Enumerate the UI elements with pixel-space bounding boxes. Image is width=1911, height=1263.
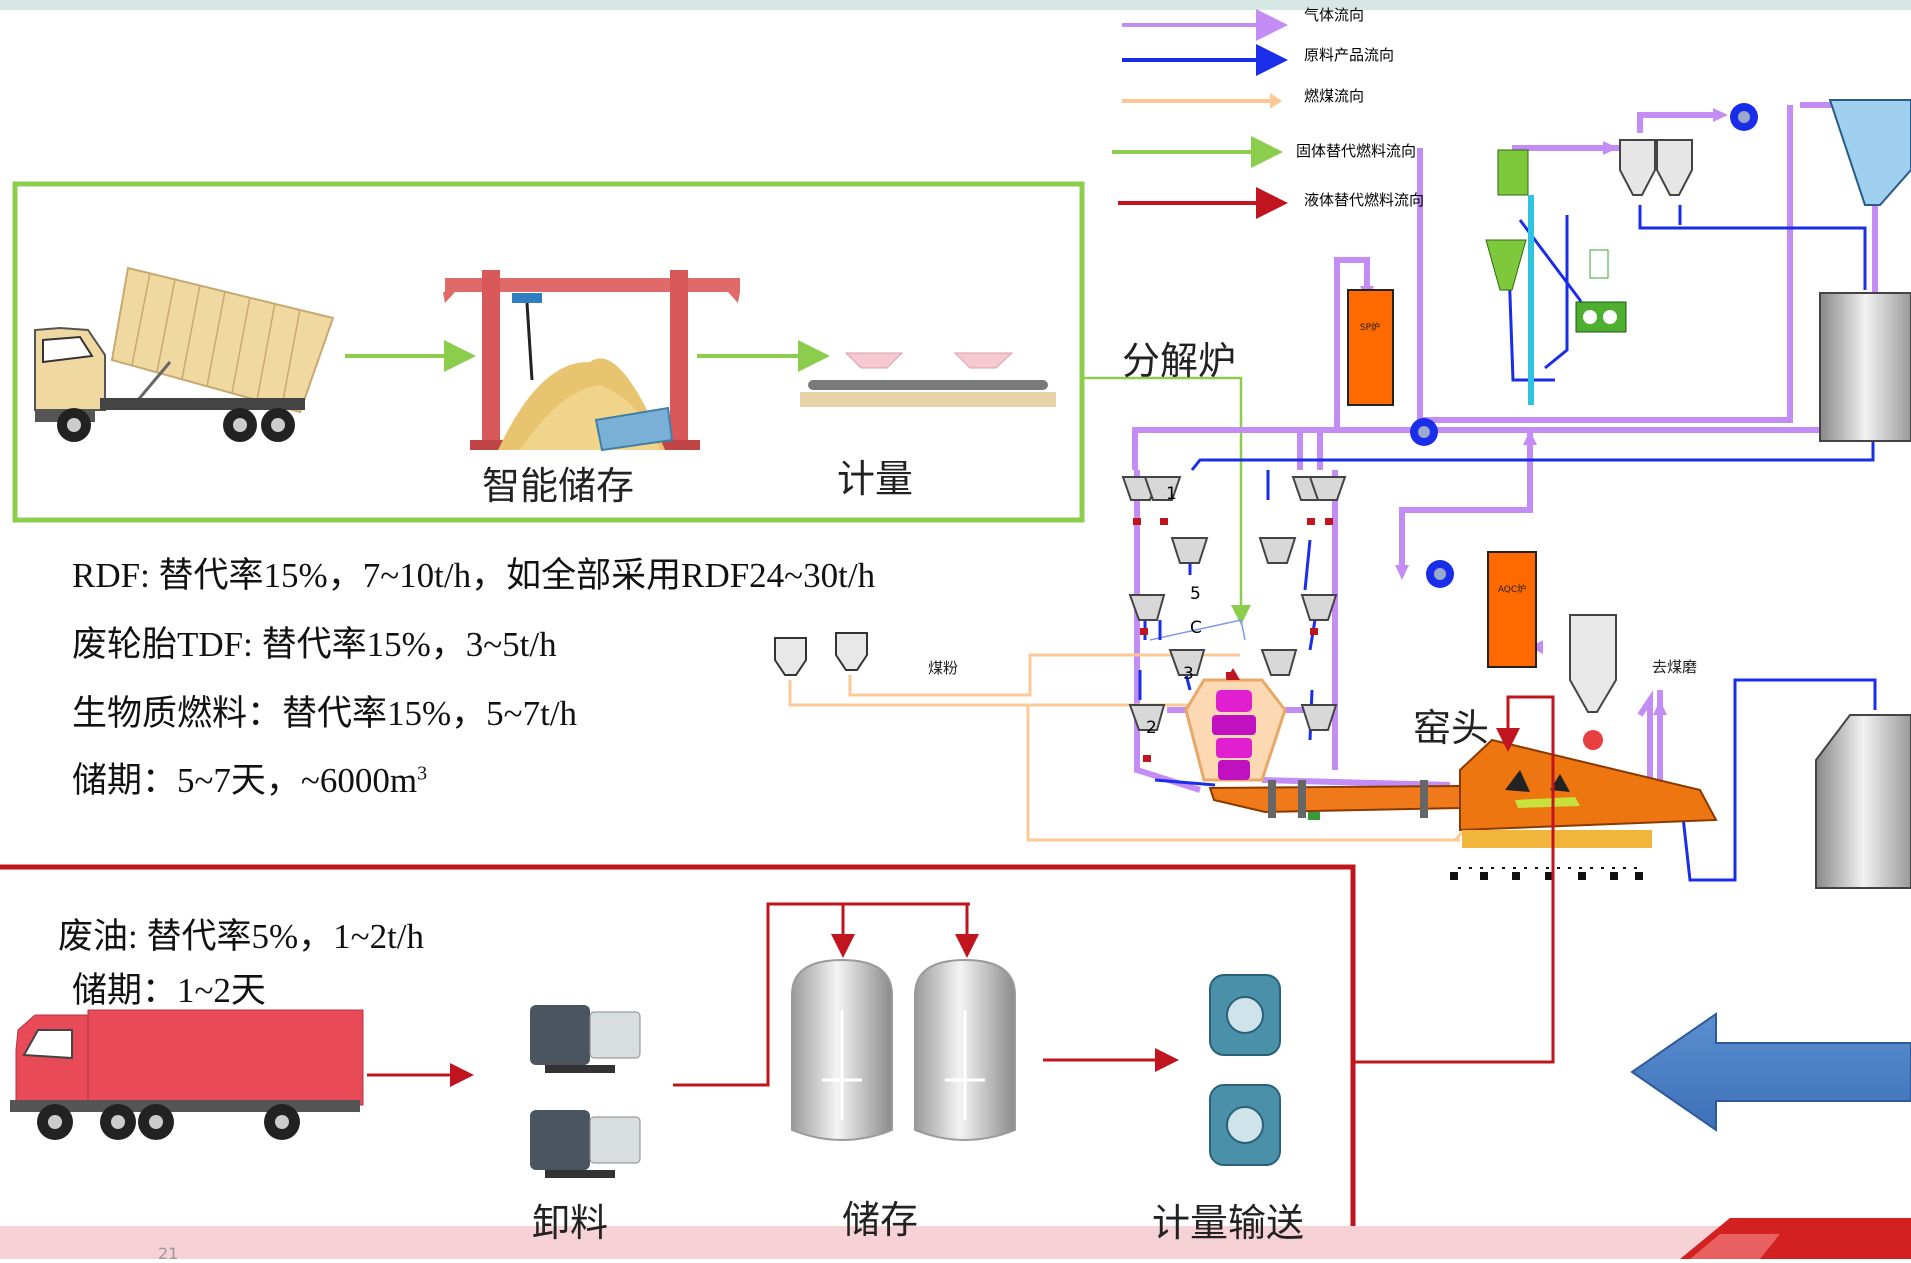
cyclone-2-label: 2 bbox=[1146, 718, 1157, 738]
unloading-label: 卸料 bbox=[532, 1203, 609, 1245]
waste-oil-line: 废油: 替代率5%，1~2t/h bbox=[58, 917, 425, 956]
legend-coal-label: 燃煤流向 bbox=[1304, 87, 1365, 105]
coal-powder-bins bbox=[774, 632, 868, 676]
to-coal-mill-label: 去煤磨 bbox=[1652, 658, 1698, 676]
top-bar bbox=[0, 0, 1911, 10]
metering-convey-label: 计量输送 bbox=[1152, 1203, 1305, 1245]
rdf-line: RDF: 替代率15%，7~10t/h，如全部采用RDF24~30t/h bbox=[72, 556, 876, 595]
dump-truck-image bbox=[34, 266, 335, 442]
gas-flow-lines bbox=[1132, 102, 1878, 800]
sp-furnace-label: SP炉 bbox=[1359, 323, 1381, 333]
cyclone-c-label: C bbox=[1190, 618, 1202, 638]
clinker-silo bbox=[1815, 714, 1911, 889]
cyclone-5-label: 5 bbox=[1190, 584, 1201, 604]
coal-flow-lines bbox=[788, 653, 1474, 842]
unloading-pumps-image bbox=[530, 1005, 641, 1178]
big-left-arrow bbox=[1630, 1012, 1911, 1132]
solid-storage-period-line: 储期：5~7天，~6000m3 bbox=[72, 761, 428, 800]
metering-pumps-image bbox=[1209, 974, 1281, 1166]
material-flow-lines bbox=[1138, 205, 1877, 882]
solid-fuel-frame bbox=[12, 181, 1085, 523]
gantry-storage-image bbox=[443, 270, 740, 452]
bag-filter bbox=[1828, 99, 1911, 206]
cyclone-3-label: 3 bbox=[1183, 664, 1194, 684]
preheater-cyclones bbox=[1121, 476, 1347, 731]
legend-solid-fuel-label: 固体替代燃料流向 bbox=[1296, 142, 1417, 160]
tdf-line: 废轮胎TDF: 替代率15%，3~5t/h bbox=[72, 625, 557, 664]
calciner-image bbox=[1184, 668, 1287, 782]
calciner-label: 分解炉 bbox=[1122, 341, 1237, 383]
legend-gas-label: 气体流向 bbox=[1304, 6, 1365, 24]
kiln-head-label: 窑头 bbox=[1413, 708, 1490, 750]
legend-material-label: 原料产品流向 bbox=[1304, 46, 1395, 64]
sp-furnace bbox=[1347, 289, 1394, 406]
rotary-kiln-image bbox=[1208, 738, 1718, 880]
coal-mill-image bbox=[1485, 149, 1627, 405]
fan-icons bbox=[1410, 103, 1758, 588]
storage-tanks-image bbox=[791, 958, 1016, 1141]
metering-label: 计量 bbox=[837, 459, 914, 501]
coal-powder-label: 煤粉 bbox=[928, 659, 959, 677]
liquid-storage-label: 储存 bbox=[842, 1200, 919, 1242]
page-number: 21 bbox=[158, 1244, 179, 1263]
dust-cyclones bbox=[1619, 139, 1693, 196]
cyclone-1-label: 1 bbox=[1166, 484, 1177, 504]
aqc-furnace-label: AQC炉 bbox=[1497, 585, 1527, 595]
belt-scale-image bbox=[800, 352, 1056, 407]
liquid-fuel-frame bbox=[0, 864, 1356, 1259]
smart-storage-label: 智能储存 bbox=[482, 466, 635, 508]
legend-arrows bbox=[1112, 9, 1288, 219]
liquid-storage-period-line: 储期：1~2天 bbox=[72, 971, 266, 1010]
oil-tanker-truck-image bbox=[10, 1009, 364, 1140]
footer-band bbox=[0, 1226, 1911, 1259]
aqc-furnace bbox=[1487, 551, 1537, 668]
raw-meal-silo bbox=[1819, 292, 1911, 442]
legend-liquid-fuel-label: 液体替代燃料流向 bbox=[1304, 191, 1425, 209]
biomass-line: 生物质燃料：替代率15%，5~7t/h bbox=[72, 694, 578, 733]
